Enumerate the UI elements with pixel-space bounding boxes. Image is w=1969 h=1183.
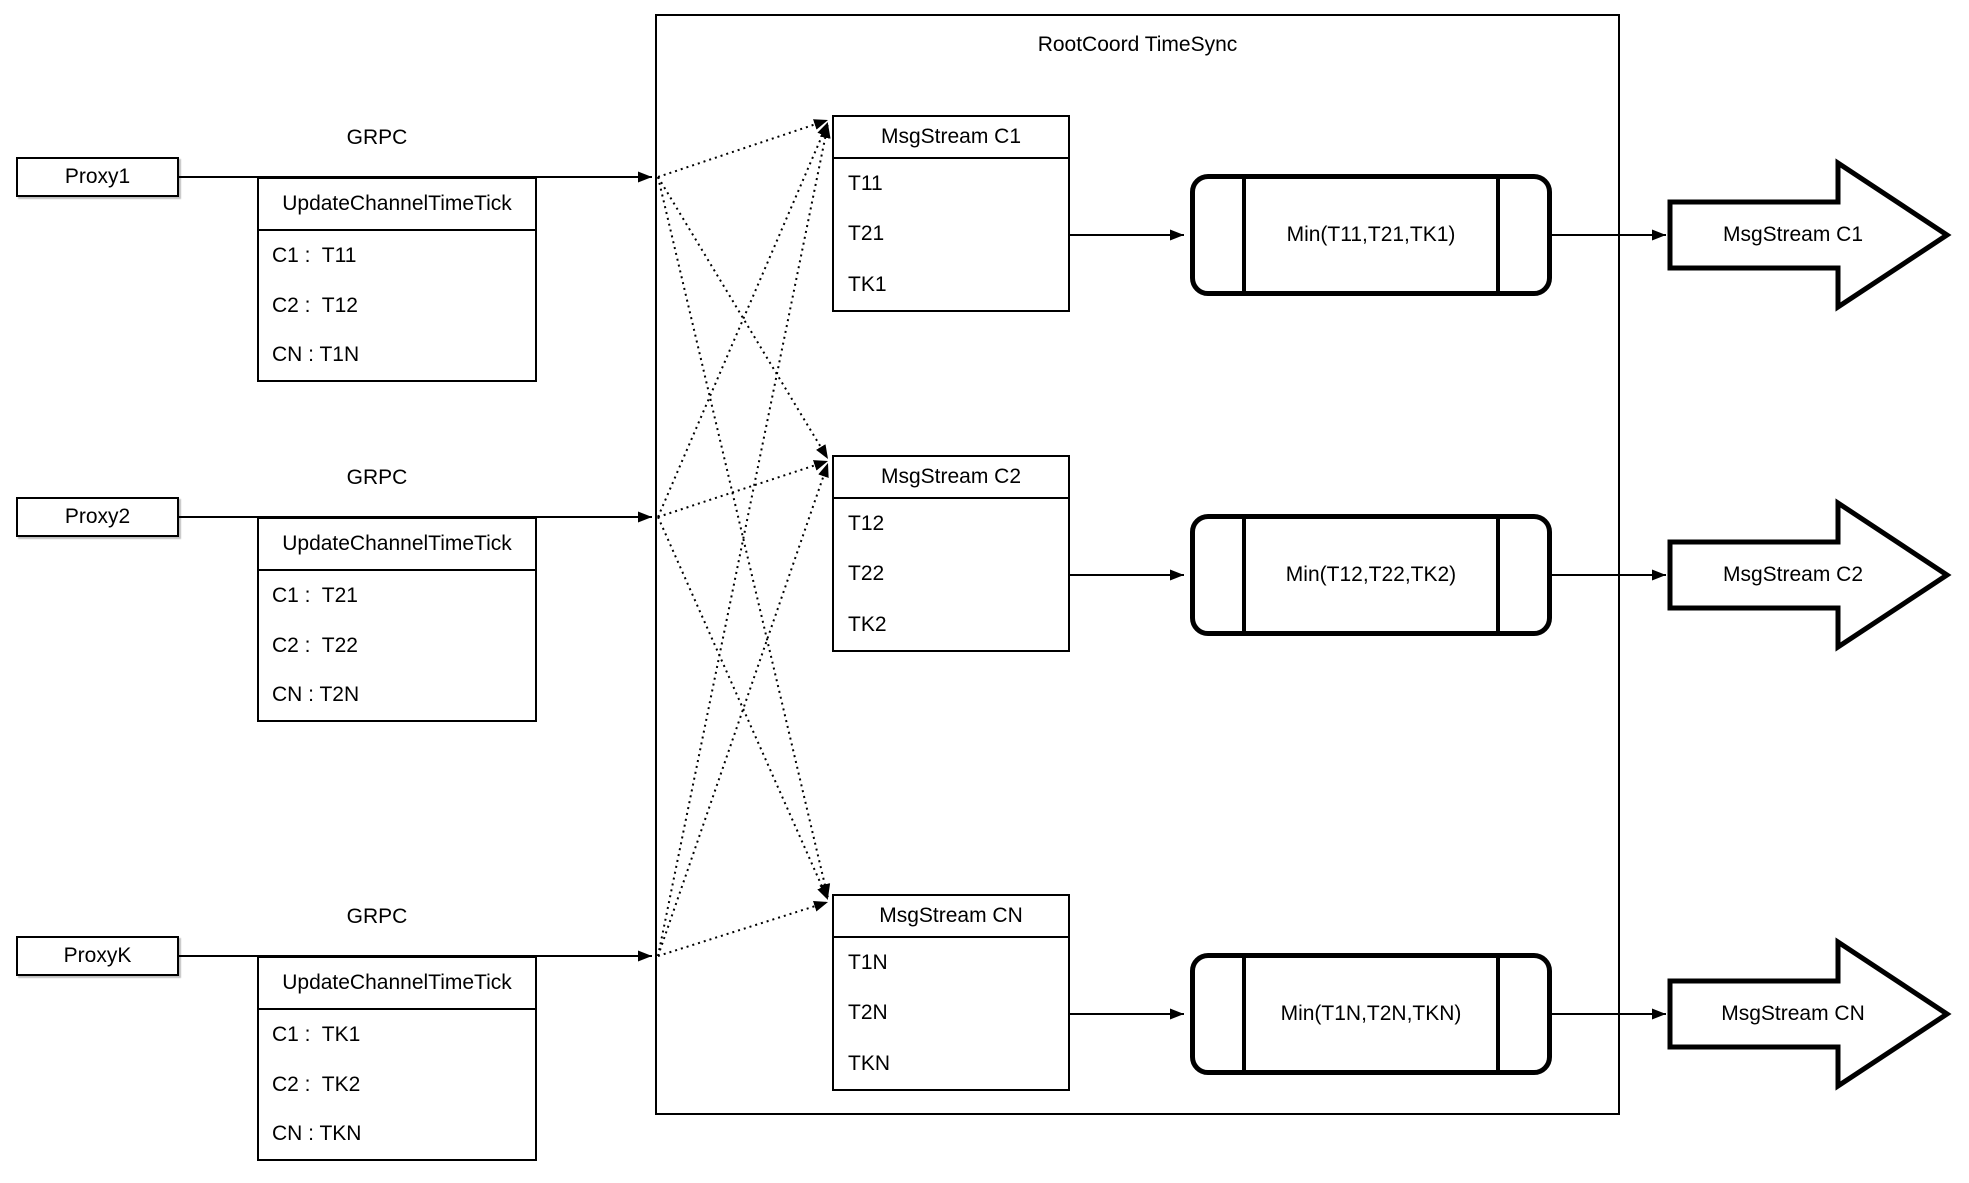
dotted-link-p1-c2 [657,176,829,460]
table-row: C1 : T21 [272,583,358,607]
capsule-divider [1496,958,1500,1070]
msgstream-table: MsgStream C2 T12 T22 TK2 [832,455,1070,652]
table-row: C1 : TK1 [272,1022,361,1046]
table-row: C1 : T11 [272,243,357,267]
grpc-label: GRPC [346,905,408,928]
proxy-label: Proxy1 [64,165,131,188]
output-arrow-label: MsgStream C1 [1722,223,1864,246]
proxy-box: ProxyK [16,936,179,976]
capsule-divider [1496,179,1500,291]
msgstream-row: TK2 [848,612,887,636]
table-row: CN : TKN [272,1122,362,1146]
output-arrow-label: MsgStream C2 [1722,563,1864,586]
msgstream-row: T1N [848,951,888,975]
msgstream-table: MsgStream C1 T11 T21 TK1 [832,115,1070,312]
output-arrow-shape-2 [1667,498,1952,652]
msgstream-title: MsgStream C2 [834,457,1068,499]
grpc-label: GRPC [346,126,408,149]
min-capsule: Min(T11,T21,TK1) [1190,174,1552,296]
msgstream-row: T11 [848,172,883,196]
min-label: Min(T11,T21,TK1) [1286,223,1456,246]
proxy-label: ProxyK [63,944,132,967]
msgstream-title: MsgStream CN [834,896,1068,938]
output-arrow-shape-3 [1667,937,1952,1091]
msgstream-row: TKN [848,1051,890,1075]
dotted-link-p2-cn [657,516,829,901]
update-timetick-table: UpdateChannelTimeTick C1 : T11 C2 : T12 … [257,177,537,382]
table-row: CN : T2N [272,683,360,707]
table-row: C2 : TK2 [272,1072,361,1096]
capsule-divider [1496,519,1500,631]
proxy-label: Proxy2 [64,505,131,528]
output-arrow-label: MsgStream CN [1721,1002,1865,1025]
capsule-divider [1242,179,1246,291]
min-label: Min(T1N,T2N,TKN) [1280,1002,1462,1025]
capsule-divider [1242,958,1246,1070]
min-capsule: Min(T12,T22,TK2) [1190,514,1552,636]
msgstream-row: T22 [848,562,885,586]
proxy-box: Proxy1 [16,157,179,197]
msgstream-row: T12 [848,512,885,536]
table-header: UpdateChannelTimeTick [259,179,535,231]
dotted-mesh [657,119,831,957]
msgstream-title: MsgStream C1 [834,117,1068,159]
table-header: UpdateChannelTimeTick [259,519,535,571]
update-timetick-table: UpdateChannelTimeTick C1 : T21 C2 : T22 … [257,517,537,722]
update-timetick-table: UpdateChannelTimeTick C1 : TK1 C2 : TK2 … [257,956,537,1161]
min-capsule: Min(T1N,T2N,TKN) [1190,953,1552,1075]
msgstream-row: T2N [848,1001,888,1025]
table-header: UpdateChannelTimeTick [259,958,535,1010]
grpc-label: GRPC [346,466,408,489]
table-row: CN : T1N [272,343,360,367]
msgstream-row: T21 [848,222,885,246]
rootcoord-title: RootCoord TimeSync [1037,33,1238,56]
msgstream-table: MsgStream CN T1N T2N TKN [832,894,1070,1091]
proxy-box: Proxy2 [16,497,179,537]
rootcoord-box [655,14,1620,1115]
table-row: C2 : T12 [272,293,358,317]
min-label: Min(T12,T22,TK2) [1285,563,1457,586]
output-arrow-shape-1 [1667,158,1952,312]
msgstream-row: TK1 [848,272,887,296]
table-row: C2 : T22 [272,633,358,657]
capsule-divider [1242,519,1246,631]
